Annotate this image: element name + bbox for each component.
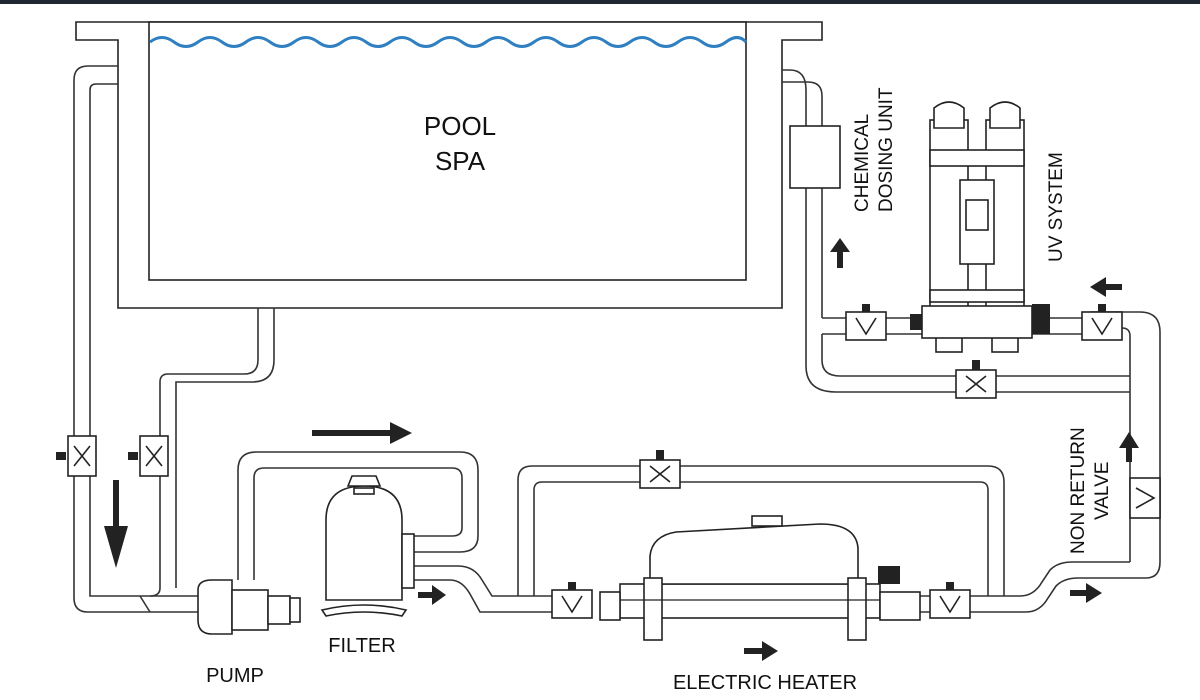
chemical-dosing-unit <box>789 125 841 189</box>
pool-label-line2: SPA <box>435 146 486 176</box>
valve-left-drain <box>128 435 169 477</box>
arrow-right-outlet <box>1070 583 1102 603</box>
flow-arrows <box>104 238 1139 661</box>
arrow-right-filter <box>418 585 446 605</box>
valve-left-outer <box>56 435 97 477</box>
arrow-right-heater <box>744 641 778 661</box>
non-return-valve <box>1129 477 1161 519</box>
valve-uv-outlet <box>1081 304 1123 341</box>
heater-label: ELECTRIC HEATER <box>673 672 857 694</box>
chemical-label-line1: CHEMICAL <box>852 114 873 212</box>
pool-tank: POOL SPA <box>75 21 823 309</box>
non-return-label-line1: NON RETURN <box>1068 427 1089 554</box>
non-return-label-line2: VALVE <box>1092 462 1113 520</box>
pipework <box>73 65 1161 613</box>
electric-heater <box>599 515 921 641</box>
pump <box>197 579 301 635</box>
valve-uv-bypass <box>955 360 997 399</box>
valve-uv-inlet <box>845 304 887 341</box>
arrow-down <box>104 480 128 568</box>
header-bar <box>0 0 1200 4</box>
arrow-left-uv <box>1090 277 1122 297</box>
arrow-up-chemical <box>830 238 850 268</box>
valve-bypass-top <box>639 450 681 489</box>
uv-system <box>910 101 1050 353</box>
filter-label: FILTER <box>328 635 395 657</box>
valve-heater-outlet <box>929 582 971 619</box>
chemical-label-line2: DOSING UNIT <box>876 87 897 212</box>
water-surface <box>149 36 748 48</box>
uv-label: UV SYSTEM <box>1046 152 1067 262</box>
pump-label: PUMP <box>206 665 264 687</box>
sand-filter <box>320 475 415 617</box>
arrow-up-right <box>1119 432 1139 462</box>
arrow-right-top <box>312 422 412 444</box>
pool-label-line1: POOL <box>424 111 496 141</box>
valve-heater-inlet <box>551 582 593 619</box>
